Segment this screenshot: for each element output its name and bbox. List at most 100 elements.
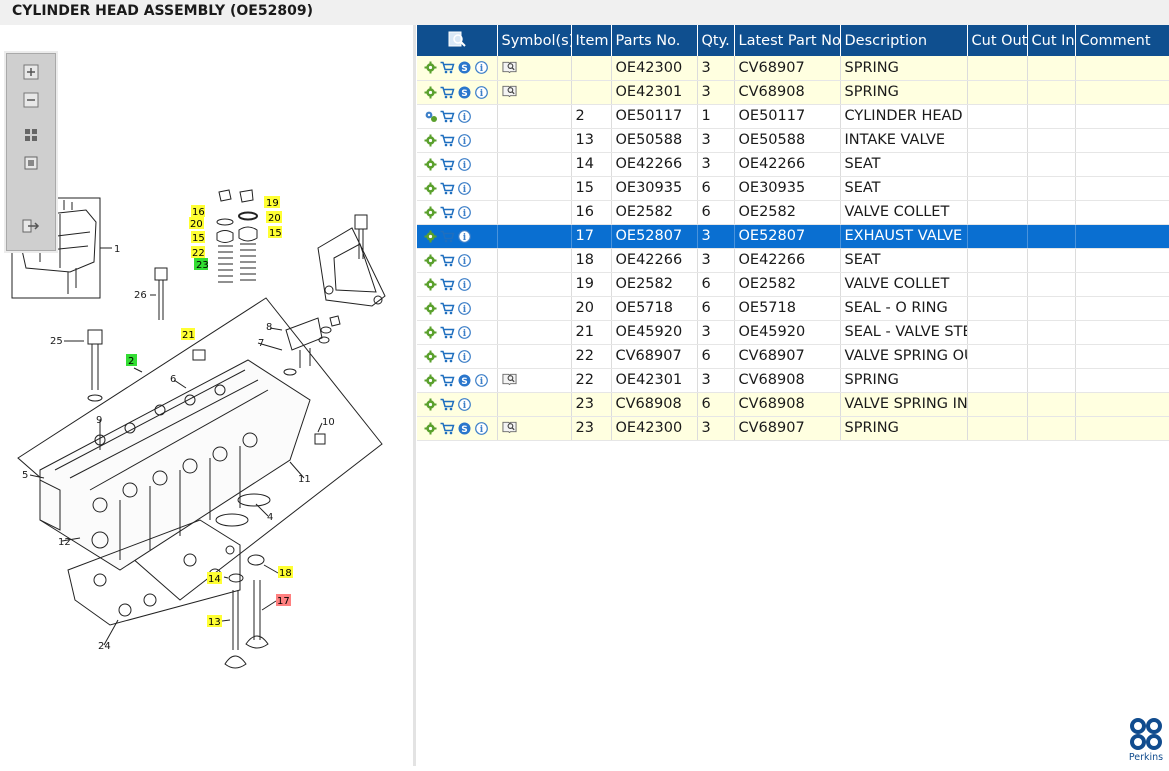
column-header-comment[interactable]: Comment xyxy=(1075,25,1169,56)
cart-icon[interactable] xyxy=(440,205,455,220)
info-icon[interactable]: i xyxy=(474,85,489,100)
gear-icon[interactable] xyxy=(423,373,438,388)
cart-icon[interactable] xyxy=(440,373,455,388)
info-icon[interactable]: i xyxy=(457,301,472,316)
cart-icon[interactable] xyxy=(440,133,455,148)
cart-icon[interactable] xyxy=(440,157,455,172)
zoom-out-icon[interactable] xyxy=(21,90,41,110)
column-header-parts-no[interactable]: Parts No. xyxy=(611,25,698,56)
exploded-diagram[interactable]: 1 26 25 6 8 7 9 10 11 5 4 12 24 16 20 15… xyxy=(0,25,413,766)
search-list-icon[interactable] xyxy=(448,31,466,47)
gear-icon[interactable] xyxy=(423,181,438,196)
gears-icon[interactable] xyxy=(423,109,438,124)
info-icon[interactable]: i xyxy=(457,229,472,244)
info-icon[interactable]: i xyxy=(474,421,489,436)
pane-splitter[interactable] xyxy=(413,25,416,766)
gear-icon[interactable] xyxy=(423,421,438,436)
s-icon[interactable]: S xyxy=(457,373,472,388)
row-comment xyxy=(1075,320,1169,345)
s-icon[interactable]: S xyxy=(457,60,472,75)
cart-icon[interactable] xyxy=(440,253,455,268)
s-icon[interactable]: S xyxy=(457,85,472,100)
cart-icon[interactable] xyxy=(440,349,455,364)
zoom-in-icon[interactable] xyxy=(21,62,41,82)
export-icon[interactable] xyxy=(21,216,41,236)
cart-icon[interactable] xyxy=(440,277,455,292)
row-comment xyxy=(1075,104,1169,129)
cart-icon[interactable] xyxy=(440,109,455,124)
row-item xyxy=(571,56,612,81)
gear-icon[interactable] xyxy=(423,60,438,75)
cart-icon[interactable] xyxy=(440,325,455,340)
column-header-description[interactable]: Description xyxy=(840,25,968,56)
cart-icon[interactable] xyxy=(440,181,455,196)
cart-icon[interactable] xyxy=(440,229,455,244)
gear-icon[interactable] xyxy=(423,85,438,100)
info-icon[interactable]: i xyxy=(457,133,472,148)
column-header-latest-part-no[interactable]: Latest Part No. xyxy=(734,25,841,56)
cart-icon[interactable] xyxy=(440,301,455,316)
info-icon[interactable]: i xyxy=(457,349,472,364)
info-icon[interactable]: i xyxy=(474,373,489,388)
column-header-qty[interactable]: Qty. xyxy=(697,25,735,56)
gear-icon[interactable] xyxy=(423,253,438,268)
info-icon[interactable]: i xyxy=(457,397,472,412)
info-icon[interactable]: i xyxy=(457,277,472,292)
svg-text:i: i xyxy=(480,89,484,99)
gear-icon[interactable] xyxy=(423,301,438,316)
book-icon[interactable] xyxy=(501,371,517,386)
column-header-actions[interactable] xyxy=(417,25,498,56)
column-header-item[interactable]: Item xyxy=(571,25,612,56)
gear-icon[interactable] xyxy=(423,397,438,412)
column-header-cut-out[interactable]: Cut Out xyxy=(967,25,1028,56)
row-part-no: OE2582 xyxy=(611,200,698,225)
info-icon[interactable]: i xyxy=(457,205,472,220)
svg-text:i: i xyxy=(463,281,467,291)
book-icon[interactable] xyxy=(501,59,517,74)
diagram-pane[interactable]: 1 26 25 6 8 7 9 10 11 5 4 12 24 16 20 15… xyxy=(0,25,413,766)
column-header-symbols[interactable]: Symbol(s) xyxy=(497,25,572,56)
book-icon[interactable] xyxy=(501,419,517,434)
gear-icon[interactable] xyxy=(423,349,438,364)
info-icon[interactable]: i xyxy=(457,253,472,268)
cart-icon[interactable] xyxy=(440,60,455,75)
info-icon[interactable]: i xyxy=(457,157,472,172)
row-description: SEAL - O RING xyxy=(840,296,968,321)
info-icon[interactable]: i xyxy=(457,109,472,124)
gear-icon[interactable] xyxy=(423,325,438,340)
fit-all-icon[interactable] xyxy=(21,125,41,145)
gear-icon[interactable] xyxy=(423,133,438,148)
info-icon[interactable]: i xyxy=(457,325,472,340)
row-item: 13 xyxy=(571,128,612,153)
fit-window-icon[interactable] xyxy=(21,153,41,173)
gear-icon[interactable] xyxy=(423,205,438,220)
s-icon[interactable]: S xyxy=(457,421,472,436)
cart-icon[interactable] xyxy=(440,421,455,436)
gear-icon[interactable] xyxy=(423,277,438,292)
column-header-cut-in[interactable]: Cut In xyxy=(1027,25,1076,56)
gear-icon[interactable] xyxy=(423,229,438,244)
info-icon[interactable]: i xyxy=(457,181,472,196)
info-icon[interactable]: i xyxy=(474,60,489,75)
book-icon[interactable] xyxy=(501,83,517,98)
cart-icon[interactable] xyxy=(440,397,455,412)
gear-icon[interactable] xyxy=(423,157,438,172)
cart-icon[interactable] xyxy=(440,85,455,100)
